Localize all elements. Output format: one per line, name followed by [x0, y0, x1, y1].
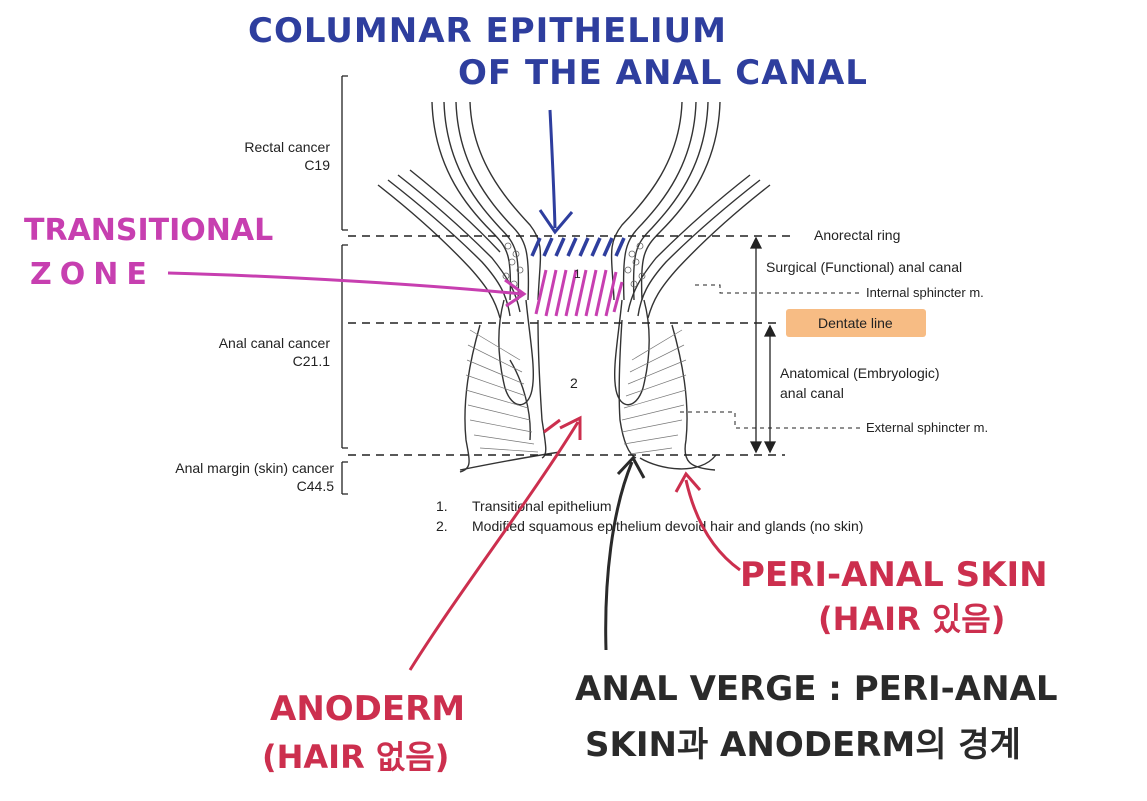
legend-item1-text: Transitional epithelium — [472, 498, 612, 514]
canal-wall-right — [610, 101, 771, 471]
label-anal-canal-cancer: Anal canal cancer — [219, 335, 331, 351]
muscle-fibers — [465, 329, 687, 455]
legend-item2-num: 2. — [436, 518, 448, 534]
verge-title-line2: SKIN과 ANODERM의 경계 — [585, 725, 1021, 765]
left-brackets — [341, 75, 348, 495]
transitional-title-line1: TRANSITIONAL — [24, 213, 273, 248]
columnar-title-line1: COLUMNAR EPITHELIUM — [248, 11, 727, 51]
verge-arrow — [604, 455, 646, 651]
anal-canal-bracket — [341, 244, 348, 449]
anoderm-arrow — [408, 415, 582, 671]
label-anatomical-line1: Anatomical (Embryologic) — [780, 365, 940, 381]
rectal-bracket — [341, 75, 348, 231]
zone-number-2: 2 — [570, 375, 578, 391]
label-external-sphincter: External sphincter m. — [866, 420, 988, 435]
anal-margin-bracket — [341, 461, 348, 495]
verge-title-line1: ANAL VERGE : PERI-ANAL — [575, 669, 1058, 709]
label-anorectal-ring: Anorectal ring — [814, 227, 900, 243]
internal-sphincter-leader — [695, 284, 860, 294]
transitional-arrow — [167, 271, 527, 308]
columnar-title-line2: OF THE ANAL CANAL — [458, 53, 868, 93]
legend-item2-text: Modified squamous epithelium devoid hair… — [472, 518, 863, 534]
anoderm-title-line2: (HAIR 없음) — [262, 738, 449, 776]
perianal-arrow — [674, 471, 741, 572]
columnar-arrow — [538, 109, 574, 235]
perianal-title-line1: PERI-ANAL SKIN — [740, 555, 1048, 595]
label-dentate-line: Dentate line — [818, 315, 893, 331]
label-anal-margin-cancer: Anal margin (skin) cancer — [175, 460, 334, 476]
dashed-reference-lines — [348, 235, 860, 456]
transitional-hatching — [534, 269, 624, 317]
legend-item1-num: 1. — [436, 498, 448, 514]
columnar-hatching — [530, 237, 626, 257]
canal-wall-left — [377, 101, 561, 473]
label-anal-margin-code: C44.5 — [297, 478, 335, 494]
anoderm-title-line1: ANODERM — [270, 689, 465, 729]
label-anal-canal-code: C21.1 — [293, 353, 331, 369]
zone-number-1: 1 — [574, 267, 581, 281]
label-internal-sphincter: Internal sphincter m. — [866, 285, 984, 300]
dentate-line-highlight — [786, 309, 926, 337]
right-arrows — [749, 236, 777, 454]
external-sphincter-leader — [680, 411, 860, 429]
label-rectal-cancer: Rectal cancer — [244, 139, 330, 155]
label-anatomical-line2: anal canal — [780, 385, 844, 401]
perianal-title-line2: (HAIR 있음) — [818, 600, 1005, 638]
transitional-title-line2: ZONE — [30, 257, 155, 292]
label-surgical-canal: Surgical (Functional) anal canal — [766, 259, 962, 275]
anoderm-mark — [543, 418, 561, 434]
label-rectal-code: C19 — [304, 157, 330, 173]
